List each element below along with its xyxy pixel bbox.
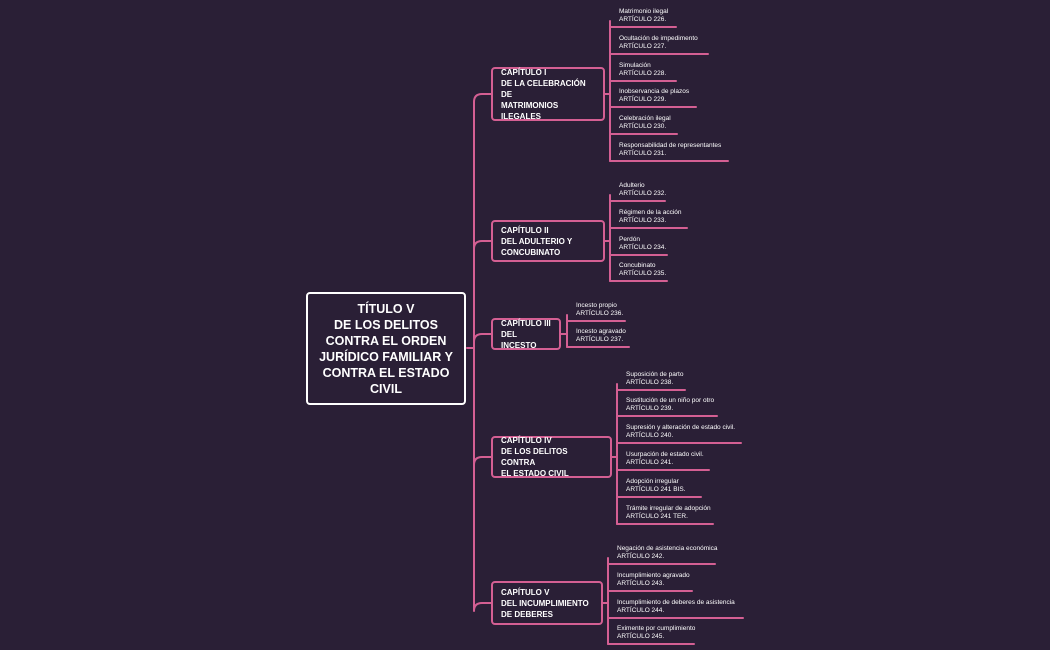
article-leaf[interactable]: Usurpación de estado civil. ARTÍCULO 241… (626, 451, 704, 466)
chapter-connector (473, 456, 491, 466)
chapter-node-3[interactable]: CAPÍTULO III DEL INCESTO (491, 318, 561, 350)
root-topic[interactable]: TÍTULO V DE LOS DELITOS CONTRA EL ORDEN … (306, 292, 466, 405)
article-leaf[interactable]: Incumplimiento de deberes de asistencia … (617, 599, 735, 614)
chapter-node-5[interactable]: CAPÍTULO V DEL INCUMPLIMIENTO DE DEBERES (491, 581, 603, 625)
chapter-connector (473, 93, 491, 103)
article-leaf[interactable]: Supresión y alteración de estado civil. … (626, 424, 736, 439)
article-leaf[interactable]: Adulterio ARTÍCULO 232. (619, 182, 667, 197)
article-leaf[interactable]: Responsabilidad de representantes ARTÍCU… (619, 142, 722, 157)
article-leaf[interactable]: Adopción irregular ARTÍCULO 241 BIS. (626, 478, 686, 493)
chapter-node-4[interactable]: CAPÍTULO IV DE LOS DELITOS CONTRA EL EST… (491, 436, 612, 478)
article-leaf[interactable]: Perdón ARTÍCULO 234. (619, 236, 667, 251)
chapter-connector (473, 240, 491, 250)
article-leaf[interactable]: Incesto agravado ARTÍCULO 237. (576, 328, 626, 343)
article-leaf[interactable]: Suposición de parto ARTÍCULO 238. (626, 371, 684, 386)
article-leaf[interactable]: Concubinato ARTÍCULO 235. (619, 262, 667, 277)
article-leaf[interactable]: Incumplimiento agravado ARTÍCULO 243. (617, 572, 690, 587)
chapter-node-2[interactable]: CAPÍTULO II DEL ADULTERIO Y CONCUBINATO (491, 220, 605, 262)
article-leaf[interactable]: Matrimonio ilegal ARTÍCULO 226. (619, 8, 669, 23)
article-leaf[interactable]: Trámite irregular de adopción ARTÍCULO 2… (626, 505, 711, 520)
article-leaf[interactable]: Negación de asistencia económica ARTÍCUL… (617, 545, 718, 560)
article-leaf[interactable]: Incesto propio ARTÍCULO 236. (576, 302, 624, 317)
article-leaf[interactable]: Inobservancia de plazos ARTÍCULO 229. (619, 88, 690, 103)
article-leaf[interactable]: Régimen de la acción ARTÍCULO 233. (619, 209, 682, 224)
article-leaf[interactable]: Celebración ilegal ARTÍCULO 230. (619, 115, 671, 130)
chapter-node-1[interactable]: CAPÍTULO I DE LA CELEBRACIÓN DE MATRIMON… (491, 67, 605, 121)
article-leaf[interactable]: Simulación ARTÍCULO 228. (619, 62, 667, 77)
chapter-connector (473, 602, 491, 612)
article-leaf[interactable]: Sustitución de un niño por otro ARTÍCULO… (626, 397, 715, 412)
article-leaf[interactable]: Ocultación de impedimento ARTÍCULO 227. (619, 35, 698, 50)
chapter-connector (473, 333, 491, 343)
article-leaf[interactable]: Eximente por cumplimiento ARTÍCULO 245. (617, 625, 696, 640)
